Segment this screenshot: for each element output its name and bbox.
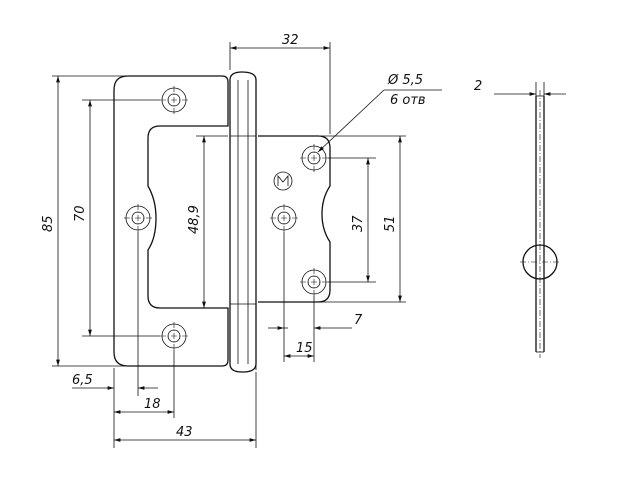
mounting-holes <box>124 86 328 350</box>
dim-15-label: 15 <box>296 341 313 356</box>
dim-51-label: 51 <box>383 215 398 232</box>
dim-6-5-label: 6,5 <box>72 373 93 388</box>
dim-48-9-label: 48,9 <box>187 205 202 234</box>
dim-37: 37 <box>328 157 376 283</box>
dim-70: 70 <box>73 99 160 337</box>
hole-diameter-label: Ø 5,5 <box>387 73 423 88</box>
brand-logo-mark <box>273 171 293 191</box>
dim-85-label: 85 <box>41 215 56 232</box>
dim-18: 18 <box>113 350 175 418</box>
hole-count-label: 6 отв <box>390 93 426 108</box>
dim-37-label: 37 <box>351 215 366 232</box>
dim-2-label: 2 <box>474 79 482 94</box>
dim-85: 85 <box>41 75 126 367</box>
dim-7: 7 <box>268 232 363 334</box>
dim-15: 15 <box>255 334 315 370</box>
dim-32-label: 32 <box>282 33 299 48</box>
hinge-knuckle <box>229 71 257 373</box>
dim-6-5: 6,5 <box>72 232 158 396</box>
dim-7-label: 7 <box>354 313 363 328</box>
hole-callout: Ø 5,5 6 отв <box>317 73 442 153</box>
right-leaf <box>258 135 331 303</box>
dim-18-label: 18 <box>144 397 161 412</box>
dim-32: 32 <box>229 33 331 134</box>
dim-43-label: 43 <box>176 425 193 440</box>
side-view: 2 <box>474 79 566 358</box>
left-leaf <box>113 75 229 367</box>
dim-43: 43 <box>113 372 257 448</box>
dim-51: 51 <box>320 135 406 303</box>
dim-70-label: 70 <box>73 205 88 222</box>
dim-48-9: 48,9 <box>187 135 228 309</box>
